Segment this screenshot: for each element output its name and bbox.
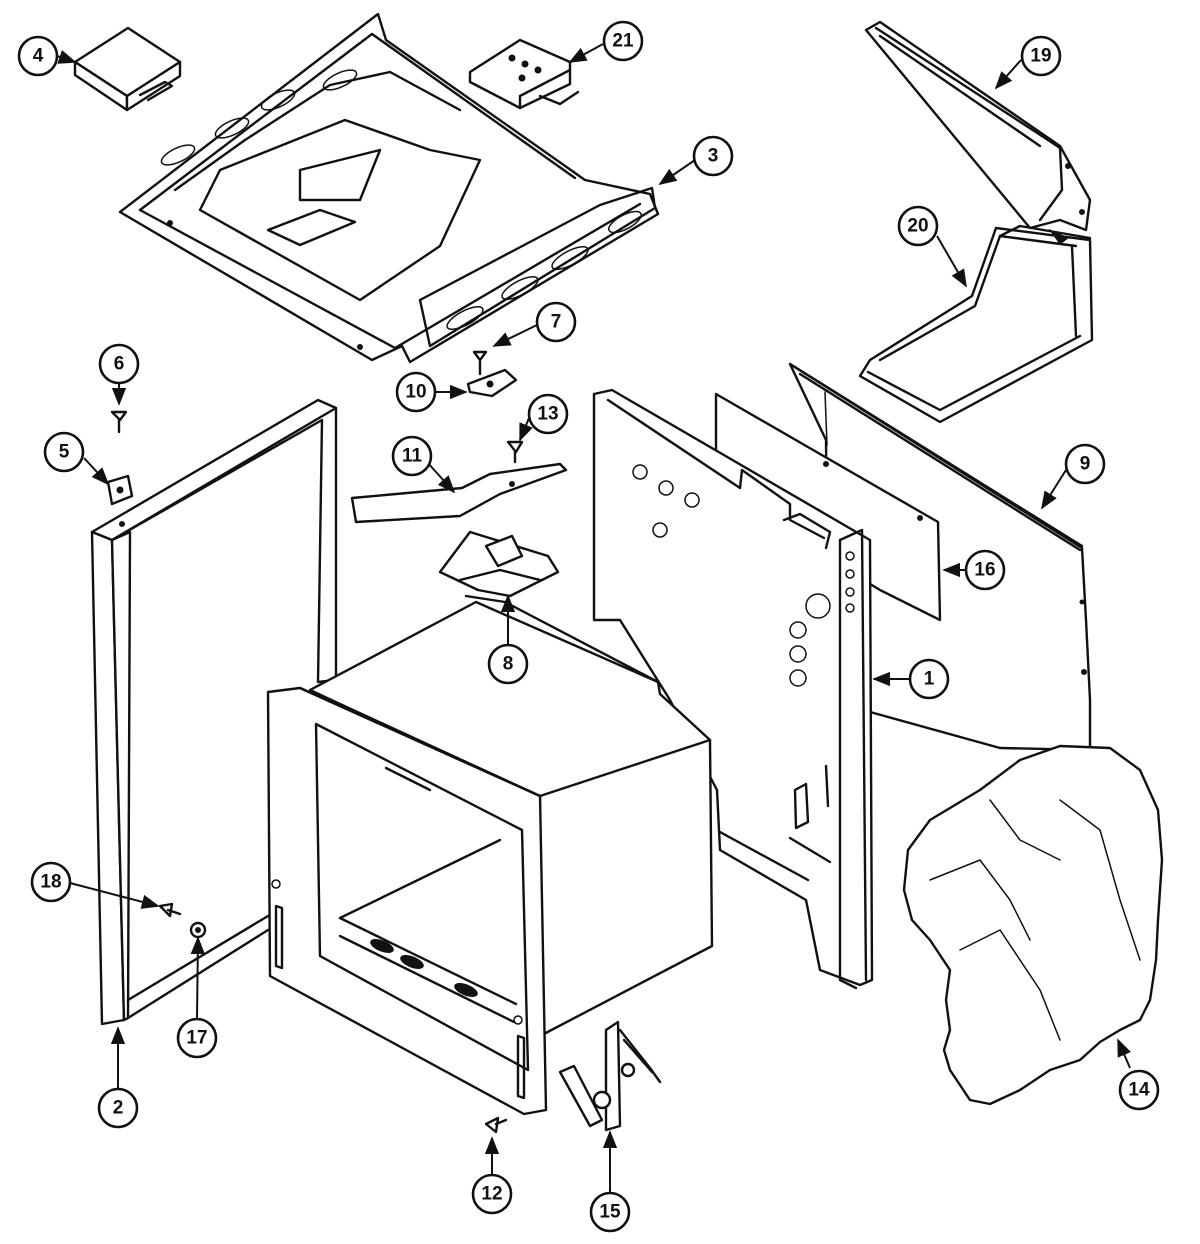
callout-9-label: 9 — [1080, 454, 1091, 475]
screw-7-part — [472, 350, 488, 376]
callout-14: 14 — [1118, 1069, 1160, 1111]
cooktop-pan-part — [118, 12, 660, 364]
screw-13-part — [506, 440, 524, 464]
callout-2: 2 — [97, 1087, 139, 1129]
screw-12-part — [484, 1116, 508, 1134]
callout-20: 20 — [897, 205, 939, 247]
callout-4: 4 — [17, 35, 59, 77]
callout-9: 9 — [1064, 443, 1106, 485]
callout-21: 21 — [602, 20, 644, 62]
lever-11-part — [350, 462, 568, 524]
bracket-21-part — [468, 38, 580, 110]
callout-7-label: 7 — [551, 312, 562, 333]
callout-11-label: 11 — [402, 446, 423, 467]
hinge-15-part — [558, 1020, 662, 1132]
vent-tray-20-part — [858, 224, 1094, 424]
callout-3: 3 — [692, 135, 734, 177]
callout-15: 15 — [589, 1191, 631, 1233]
callout-12: 12 — [471, 1173, 513, 1215]
callout-21-label: 21 — [612, 31, 634, 52]
callout-14-label: 14 — [1128, 1080, 1150, 1101]
callout-10-label: 10 — [405, 382, 426, 403]
oven-cavity-part — [266, 594, 714, 1116]
clip-5-part — [106, 474, 134, 506]
callout-17-label: 17 — [186, 1028, 207, 1049]
screw-18-part — [158, 902, 182, 918]
switch-10-part — [466, 368, 518, 398]
callout-12-label: 12 — [481, 1184, 502, 1205]
callout-1-label: 1 — [924, 669, 935, 690]
callout-8-label: 8 — [503, 654, 514, 675]
callout-17: 17 — [176, 1017, 218, 1059]
callout-10: 10 — [395, 371, 437, 413]
callout-6: 6 — [98, 343, 140, 385]
insulation-14-part — [902, 744, 1164, 1106]
side-panel-1-part — [592, 388, 874, 990]
callout-7: 7 — [535, 301, 577, 343]
callout-18-label: 18 — [40, 872, 61, 893]
callout-13: 13 — [527, 393, 569, 435]
callout-19: 19 — [1020, 35, 1062, 77]
callout-2-label: 2 — [113, 1098, 124, 1119]
callout-20-label: 20 — [907, 216, 928, 237]
bumper-17-part — [189, 921, 207, 939]
callout-3-label: 3 — [708, 146, 719, 167]
callout-15-label: 15 — [599, 1202, 621, 1223]
callout-13-label: 13 — [537, 404, 558, 425]
callout-18: 18 — [30, 861, 72, 903]
callout-5-label: 5 — [59, 442, 70, 463]
callout-19-label: 19 — [1030, 46, 1051, 67]
module-box-part — [73, 26, 182, 112]
callout-4-label: 4 — [33, 46, 44, 67]
callout-16: 16 — [964, 549, 1006, 591]
callout-5: 5 — [43, 431, 85, 473]
callout-11: 11 — [391, 435, 433, 477]
callout-6-label: 6 — [114, 354, 125, 375]
callout-1: 1 — [908, 658, 950, 700]
callout-8: 8 — [487, 643, 529, 685]
latch-8-part — [438, 530, 560, 598]
callout-16-label: 16 — [974, 560, 995, 581]
leader-lines — [56, 43, 1131, 1192]
screw-6-part — [110, 410, 128, 434]
vent-duct-19-part — [864, 20, 1092, 232]
